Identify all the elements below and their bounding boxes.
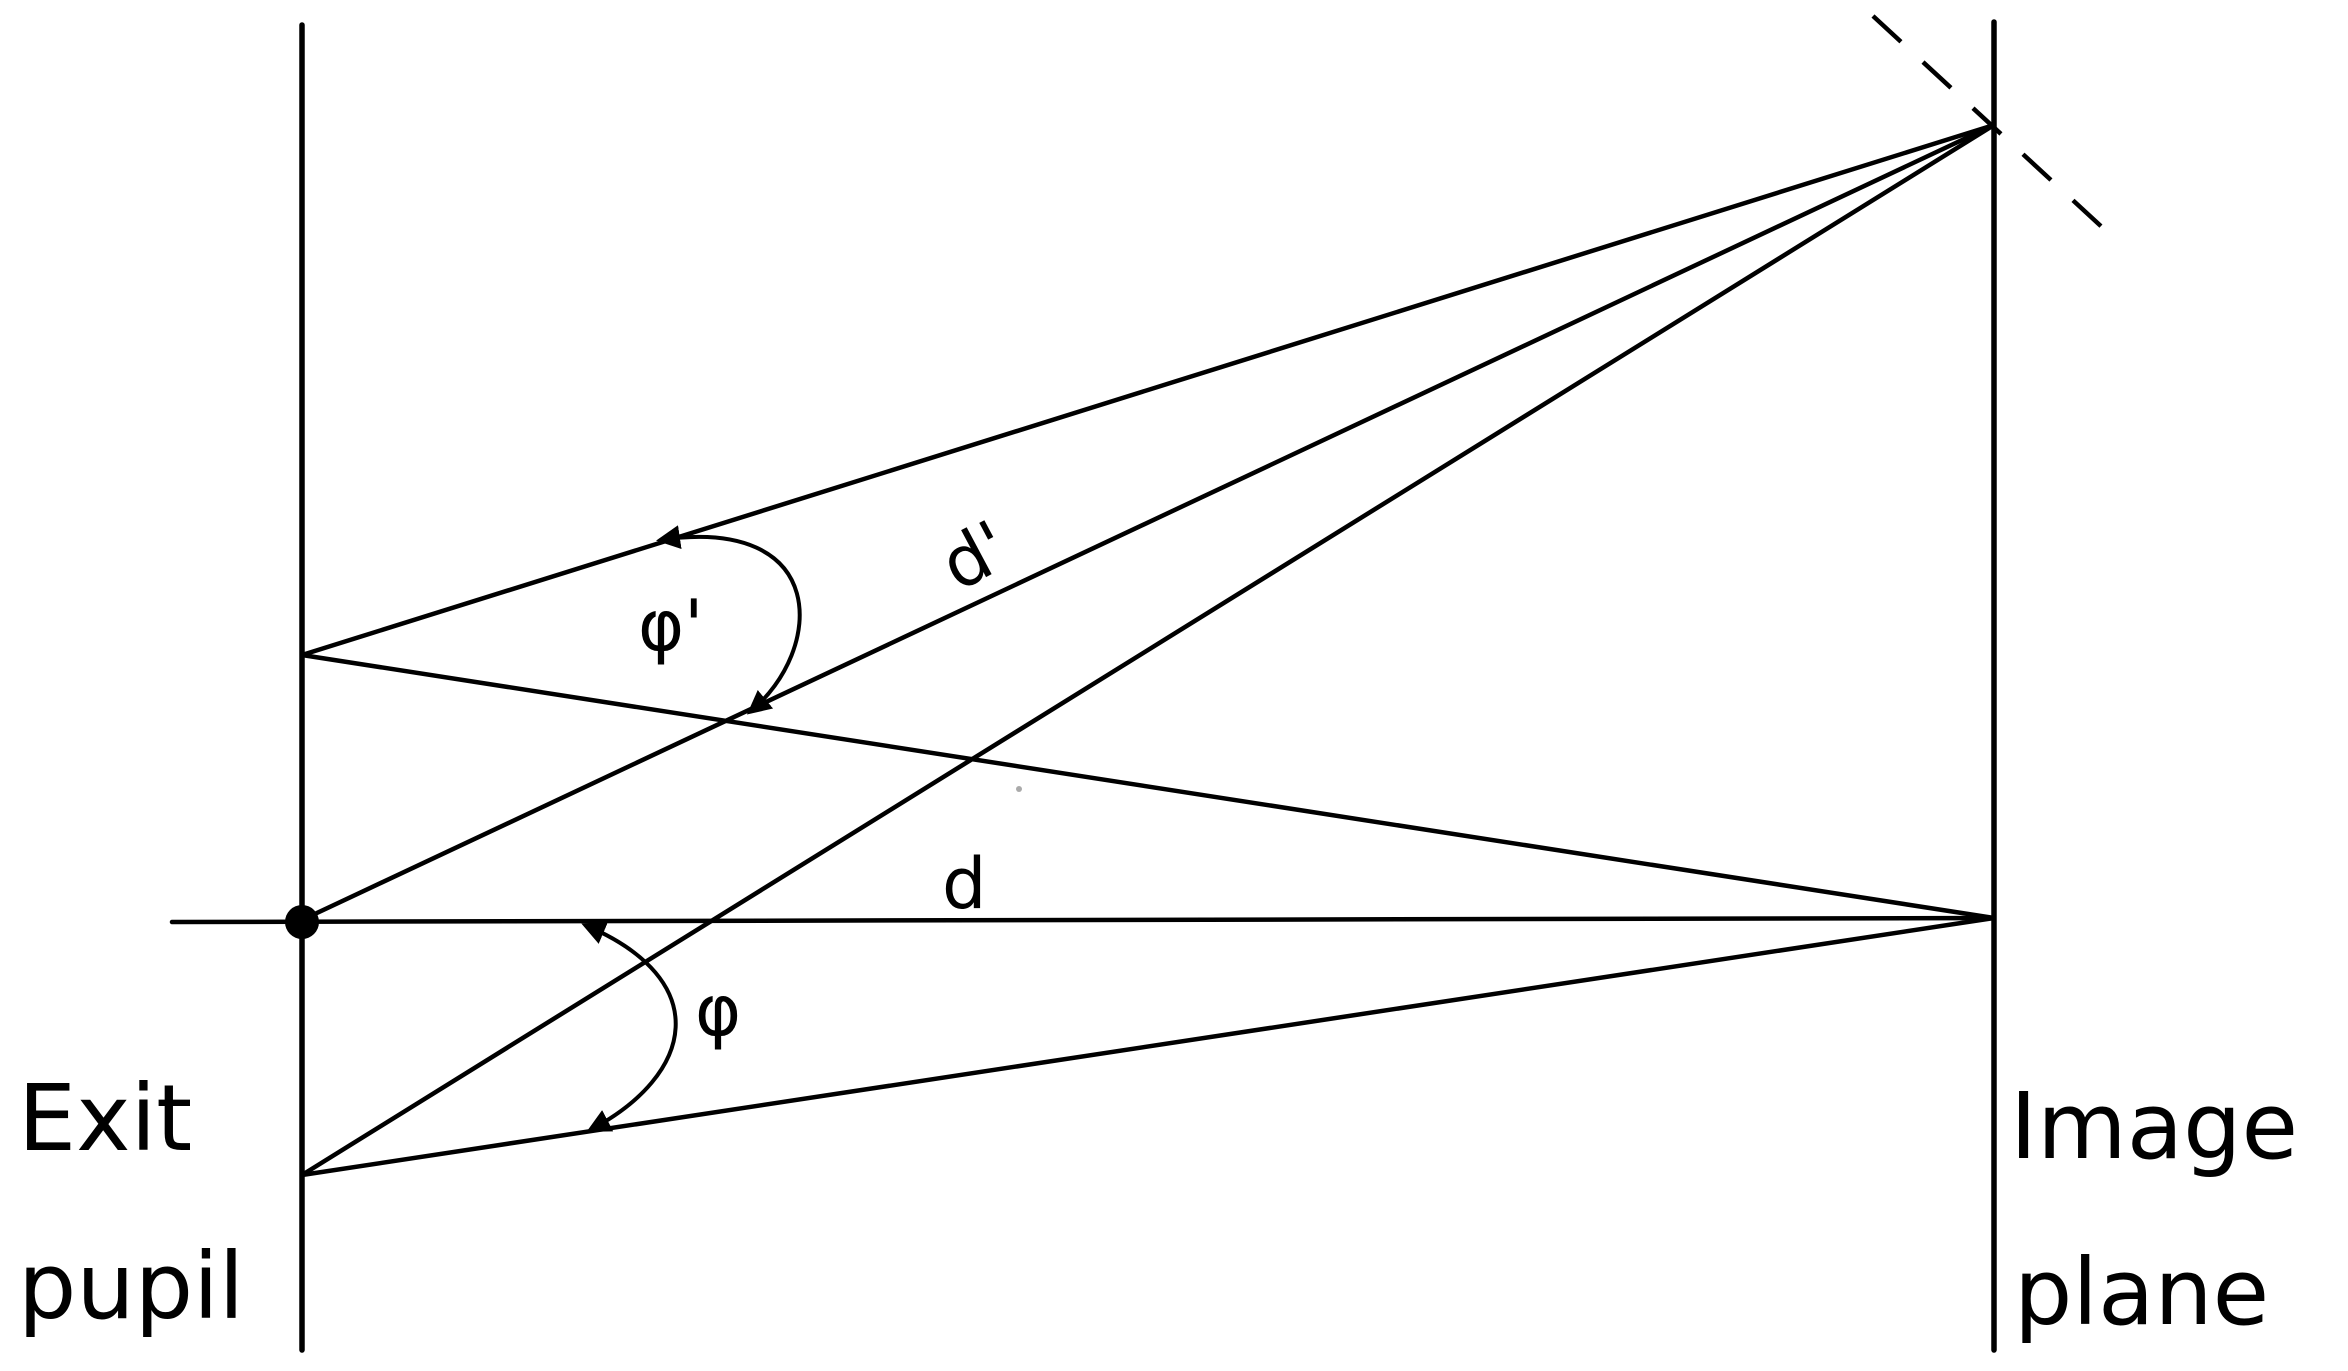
ray-upper-to-off-axis-point	[299, 122, 1997, 658]
phi-prime-angle-arc	[656, 525, 802, 715]
exit-pupil-label-line2: pupil	[18, 1233, 244, 1340]
phi-label: φ	[695, 970, 741, 1052]
ray-lower-to-off-axis-point	[299, 122, 1997, 1178]
phi-angle-arc	[581, 921, 678, 1132]
exit-pupil-center-dot	[285, 905, 319, 939]
image-plane-label-line2: plane	[2014, 1239, 2269, 1346]
tilted-plane-dashed-line	[1871, 14, 2105, 230]
ray-lower-to-axis-point	[299, 915, 1997, 1178]
stray-dot	[1016, 786, 1022, 792]
d-label: d	[942, 843, 986, 925]
image-plane-label-line1: Image	[2010, 1073, 2298, 1180]
phi-prime-label: φ'	[638, 585, 703, 667]
d-prime-label: d'	[927, 505, 1022, 607]
ray-center-to-off-axis-point	[299, 122, 1997, 923]
exit-pupil-label-line1: Exit	[18, 1065, 192, 1172]
ray-upper-to-axis-point	[299, 652, 1997, 921]
optical-axis	[169, 915, 1997, 925]
